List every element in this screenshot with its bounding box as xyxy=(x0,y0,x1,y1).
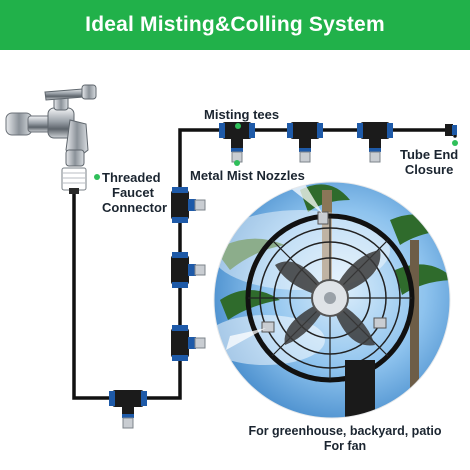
misting-tees-label: Misting tees xyxy=(204,107,280,122)
vertical-tee-1 xyxy=(171,187,206,223)
metal-mist-nozzles-label: Metal Mist Nozzles xyxy=(190,168,305,183)
faucet-connector-label: Threaded Faucet Connector xyxy=(102,170,182,215)
faucet-connector-line-2: Faucet xyxy=(112,185,154,200)
usage-caption: For greenhouse, backyard, patio For fan xyxy=(225,424,465,454)
tube-end-line-1: Tube End xyxy=(400,147,459,162)
nozzles-marker-dot xyxy=(234,160,240,166)
misting-tee-1 xyxy=(219,122,255,163)
tube-end-line-2: Closure xyxy=(404,162,454,177)
faucet-connector-icon xyxy=(61,167,87,194)
usage-line-1: For greenhouse, backyard, patio xyxy=(248,424,442,438)
connector-marker-dot xyxy=(94,174,100,180)
fan-misting-photo xyxy=(214,182,450,418)
bottom-tee xyxy=(109,390,147,429)
page-title: Ideal Misting&Colling System xyxy=(85,13,385,36)
misting-tee-3 xyxy=(357,122,393,163)
misting-tee-2 xyxy=(287,122,323,163)
misting-tees-marker-dot xyxy=(235,123,241,129)
photo-border xyxy=(213,181,451,419)
faucet-connector-line-3: Connector xyxy=(102,200,167,215)
tube-end-marker-dot xyxy=(452,140,458,146)
tube-end-closure-icon xyxy=(445,124,457,136)
vertical-tee-3 xyxy=(171,325,206,361)
title-banner: Ideal Misting&Colling System xyxy=(0,0,470,50)
vertical-tee-2 xyxy=(171,252,206,288)
usage-line-2: For fan xyxy=(323,439,367,453)
faucet-connector-line-1: Threaded xyxy=(102,170,161,185)
tube-end-closure-label: Tube End Closure xyxy=(400,147,458,177)
faucet-icon xyxy=(5,84,97,167)
